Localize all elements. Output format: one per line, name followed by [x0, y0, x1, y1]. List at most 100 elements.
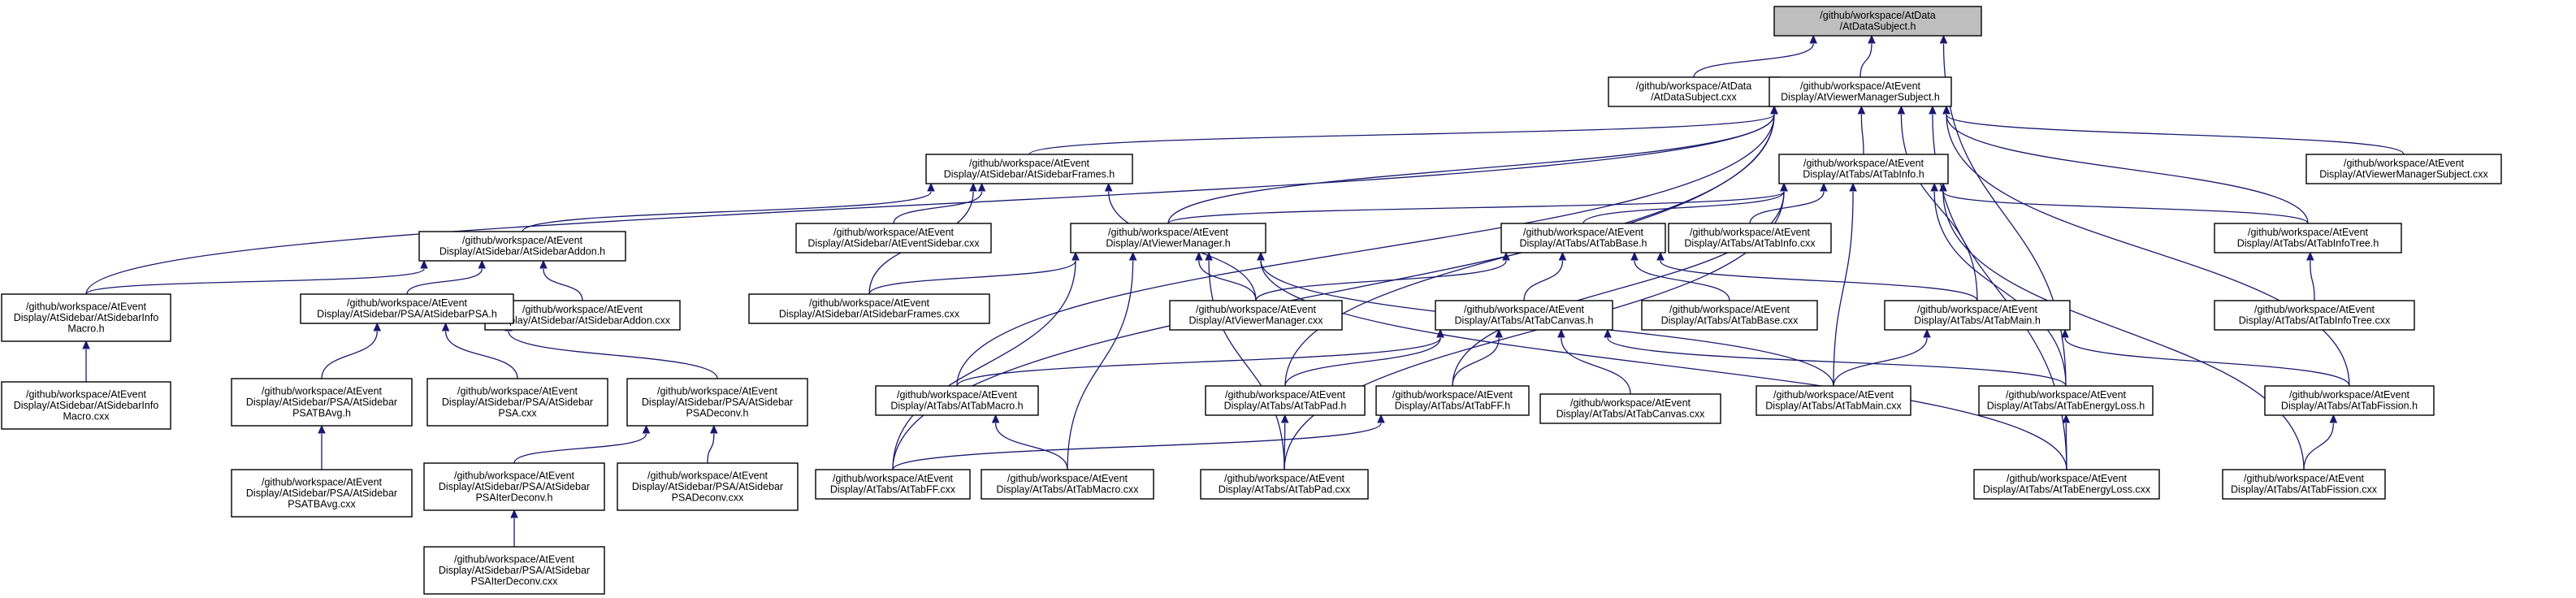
node-box [1070, 223, 1266, 254]
edge-arrowhead [1942, 105, 1950, 115]
node-label-line: Macro.h [67, 323, 104, 334]
edge-arrowhead [1558, 251, 1567, 261]
edge-tb-cxx-to-tb-h [1630, 251, 1730, 301]
edge-arrowhead [1939, 34, 1948, 44]
node-label-line: /github/workspace/AtEvent [26, 388, 147, 400]
node-vm-cxx[interactable]: /github/workspace/AtEventDisplay/AtViewe… [1169, 300, 1343, 331]
node-box [1, 381, 171, 430]
node-box [1668, 223, 1832, 254]
node-es-cxx[interactable]: /github/workspace/AtEventDisplay/AtSideb… [795, 223, 992, 254]
node-ti-h[interactable]: /github/workspace/AtEventDisplay/AtTabs/… [1778, 154, 1949, 184]
node-box [815, 469, 971, 500]
node-sf-cxx[interactable]: /github/workspace/AtEventDisplay/AtSideb… [748, 293, 990, 324]
node-label-line: /github/workspace/AtEvent [1108, 227, 1229, 238]
node-label-line: Display/AtSidebar/PSA/AtSidebar [246, 396, 397, 408]
node-sa-cxx[interactable]: /github/workspace/AtEventDisplay/AtSideb… [484, 300, 681, 331]
edge-psa-h-to-sa-h [406, 259, 487, 295]
node-sim-h[interactable]: /github/workspace/AtEventDisplay/AtSideb… [1, 293, 171, 342]
edge-arrowhead [927, 182, 935, 192]
node-tb-h[interactable]: /github/workspace/AtEventDisplay/AtTabs/… [1500, 223, 1666, 254]
edge-arrowhead [478, 259, 487, 269]
node-sf-h[interactable]: /github/workspace/AtEventDisplay/AtSideb… [925, 154, 1133, 184]
edge-arrowhead [1195, 251, 1203, 261]
edge-arrowhead [1868, 34, 1876, 44]
edge-line [956, 337, 1441, 387]
node-label-line: Display/AtSidebar/PSA/AtSidebar [439, 481, 590, 492]
edge-arrowhead [1849, 182, 1857, 192]
node-label-line: /github/workspace/AtEvent [1225, 389, 1346, 401]
node-itd-h[interactable]: /github/workspace/AtEventDisplay/AtSideb… [423, 462, 605, 511]
node-box [1978, 385, 2154, 416]
node-tmac-cxx[interactable]: /github/workspace/AtEventDisplay/AtTabs/… [981, 469, 1154, 500]
node-box [925, 154, 1133, 184]
node-psa-cxx[interactable]: /github/workspace/AtEventDisplay/AtSideb… [426, 378, 608, 427]
edge-arrowhead [977, 182, 986, 192]
node-box [231, 469, 413, 518]
node-tc-cxx[interactable]: /github/workspace/AtEventDisplay/AtTabs/… [1539, 393, 1721, 424]
node-sim-cxx[interactable]: /github/workspace/AtEventDisplay/AtSideb… [1, 381, 171, 430]
node-tff-cxx[interactable]: /github/workspace/AtEventDisplay/AtTabs/… [815, 469, 971, 500]
node-box [1435, 300, 1613, 331]
node-ti-cxx[interactable]: /github/workspace/AtEventDisplay/AtTabs/… [1668, 223, 1832, 254]
edge-sf-h-to-vms-h [1028, 105, 1778, 155]
node-tmac-h[interactable]: /github/workspace/AtEventDisplay/AtTabs/… [875, 385, 1039, 416]
edge-arrowhead [1502, 251, 1510, 261]
node-label-line: /github/workspace/AtEvent [2254, 304, 2375, 315]
node-dec-h[interactable]: /github/workspace/AtEventDisplay/AtSideb… [626, 378, 808, 427]
node-tp-h[interactable]: /github/workspace/AtEventDisplay/AtTabs/… [1205, 385, 1366, 416]
node-box [2214, 300, 2415, 331]
edge-line [1693, 43, 1814, 78]
node-vms-h[interactable]: /github/workspace/AtEventDisplay/AtViewe… [1769, 76, 1952, 107]
edge-line [1946, 114, 2309, 224]
node-tit-h[interactable]: /github/workspace/AtEventDisplay/AtTabs/… [2214, 223, 2402, 254]
node-label-line: /github/workspace/AtEvent [1523, 227, 1644, 238]
node-tm-h[interactable]: /github/workspace/AtEventDisplay/AtTabs/… [1884, 300, 2071, 331]
edge-arrowhead [1770, 105, 1778, 115]
node-label-line: PSA.cxx [498, 407, 537, 418]
node-label-line: /AtDataSubject.cxx [1651, 92, 1737, 103]
edge-arrowhead [1128, 251, 1137, 261]
node-itd-cxx[interactable]: /github/workspace/AtEventDisplay/AtSideb… [423, 546, 605, 595]
node-label-line: Display/AtTabs/AtTabBase.cxx [1661, 315, 1799, 327]
node-tel-cxx[interactable]: /github/workspace/AtEventDisplay/AtTabs/… [1973, 469, 2160, 500]
edge-line [508, 331, 718, 379]
node-label-line: PSADeconv.h [686, 407, 749, 418]
node-box [1769, 76, 1952, 107]
edge-arrowhead [1377, 414, 1385, 423]
edge-tff-h-to-tc-h [1452, 328, 1503, 387]
node-vm-h[interactable]: /github/workspace/AtEventDisplay/AtViewe… [1070, 223, 1266, 254]
node-label-line: /github/workspace/AtEvent [454, 470, 575, 481]
node-label-line: Display/AtSidebar/AtEventSidebar.cxx [807, 238, 980, 249]
node-label-line: Display/AtSidebar/AtSidebarAddon.h [439, 246, 605, 258]
edge-arrowhead [1257, 251, 1265, 261]
node-vms-cxx[interactable]: /github/workspace/AtEventDisplay/AtViewe… [2305, 154, 2502, 184]
edge-line [1933, 191, 2067, 387]
node-tb-cxx[interactable]: /github/workspace/AtEventDisplay/AtTabs/… [1641, 300, 1818, 331]
node-box [1200, 469, 1369, 500]
node-tba-cxx[interactable]: /github/workspace/AtEventDisplay/AtSideb… [231, 469, 413, 518]
node-box [981, 469, 1154, 500]
node-tc-h[interactable]: /github/workspace/AtEventDisplay/AtTabs/… [1435, 300, 1613, 331]
node-tp-cxx[interactable]: /github/workspace/AtEventDisplay/AtTabs/… [1200, 469, 1369, 500]
node-tf-cxx[interactable]: /github/workspace/AtEventDisplay/AtTabs/… [2222, 469, 2386, 500]
edge-line [1634, 260, 1730, 301]
node-psa-h[interactable]: /github/workspace/AtEventDisplay/AtSideb… [300, 293, 514, 324]
node-root[interactable]: /github/workspace/AtData/AtDataSubject.h [1773, 6, 1982, 37]
node-tff-h[interactable]: /github/workspace/AtEventDisplay/AtTabs/… [1375, 385, 1530, 416]
node-tba-h[interactable]: /github/workspace/AtEventDisplay/AtSideb… [231, 378, 413, 427]
node-box [1778, 154, 1949, 184]
node-dec-cxx[interactable]: /github/workspace/AtEventDisplay/AtSideb… [617, 462, 799, 511]
node-data-cxx[interactable]: /github/workspace/AtData/AtDataSubject.c… [1608, 76, 1780, 107]
node-sa-h[interactable]: /github/workspace/AtEventDisplay/AtSideb… [418, 231, 626, 262]
edge-line [1167, 191, 1785, 224]
node-tel-h[interactable]: /github/workspace/AtEventDisplay/AtTabs/… [1978, 385, 2154, 416]
edge-arrowhead [1557, 328, 1565, 338]
edge-vms-h-to-root [1859, 34, 1876, 78]
edge-arrowhead [1923, 328, 1931, 338]
node-tm-cxx[interactable]: /github/workspace/AtEventDisplay/AtTabs/… [1756, 385, 1911, 416]
node-label-line: /github/workspace/AtEvent [1773, 389, 1894, 401]
edge-line [1833, 191, 1854, 387]
node-tit-cxx[interactable]: /github/workspace/AtEventDisplay/AtTabs/… [2214, 300, 2415, 331]
node-tf-h[interactable]: /github/workspace/AtEventDisplay/AtTabs/… [2264, 385, 2435, 416]
node-box [1205, 385, 1366, 416]
